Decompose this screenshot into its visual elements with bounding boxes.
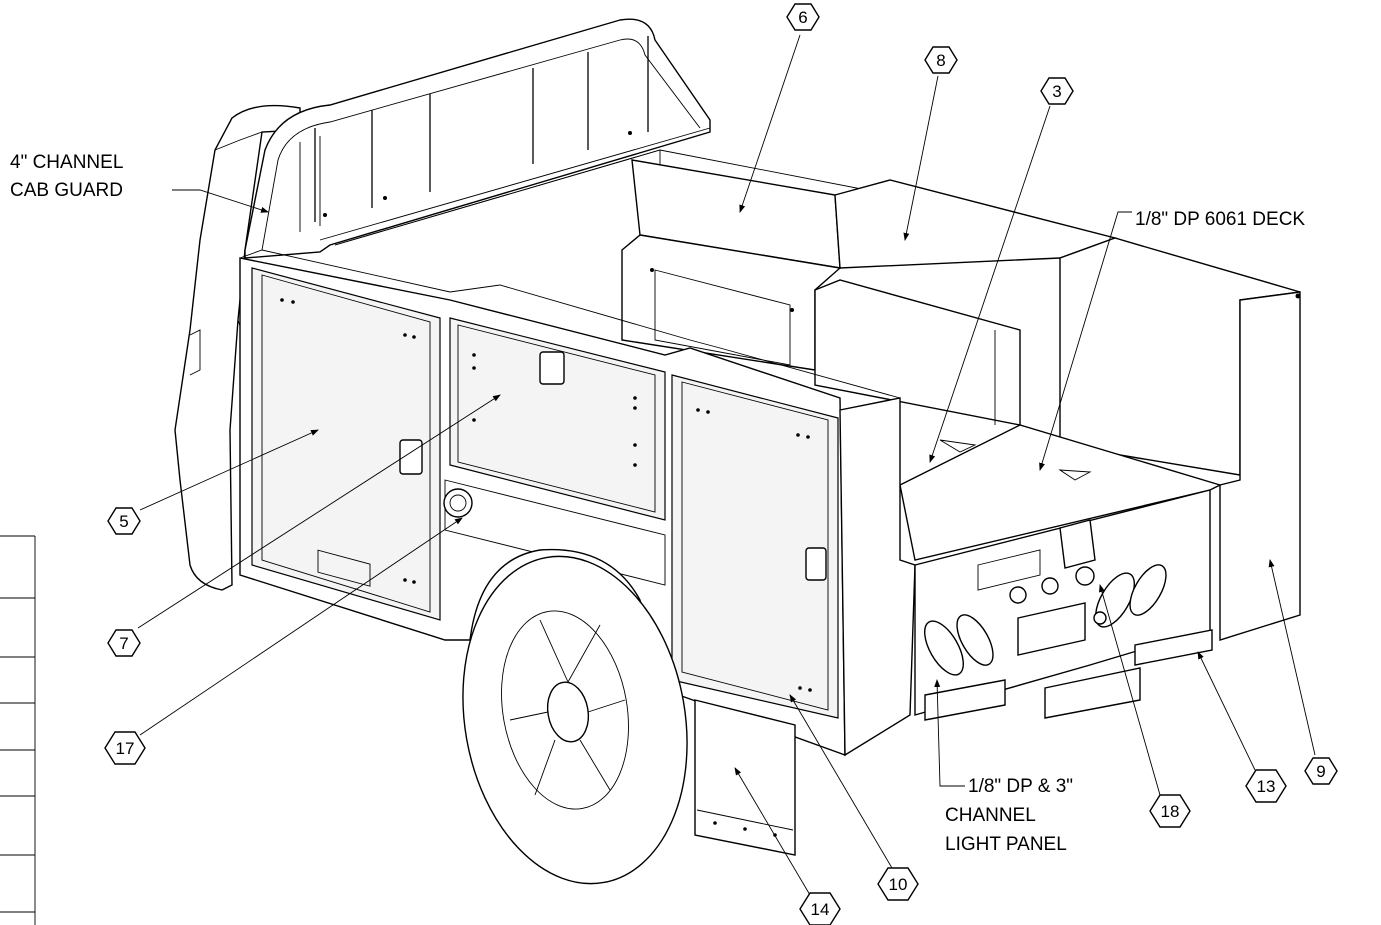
svg-text:18: 18	[1161, 802, 1180, 821]
deck	[899, 424, 1222, 561]
balloon-6: 6	[786, 3, 820, 31]
balloon-18: 18	[1149, 794, 1191, 828]
leader-lines	[137, 34, 1316, 896]
balloon-7: 7	[107, 629, 141, 657]
svg-text:17: 17	[116, 739, 135, 758]
right-compartment	[1024, 237, 1301, 641]
light-panel-label-line2: CHANNEL	[945, 805, 1036, 826]
cab-guard-label-line1: 4" CHANNEL	[10, 152, 123, 173]
svg-text:3: 3	[1052, 82, 1061, 101]
svg-text:9: 9	[1316, 762, 1325, 781]
door-5	[251, 267, 441, 621]
balloon-17: 17	[104, 731, 146, 765]
svg-text:8: 8	[936, 51, 945, 70]
svg-text:10: 10	[889, 875, 908, 894]
rear-light-panel	[914, 489, 1211, 716]
cab-guard-label-line2: CAB GUARD	[10, 180, 123, 201]
door-7	[449, 317, 666, 521]
balloon-3: 3	[1040, 77, 1074, 105]
balloon-14: 14	[799, 892, 841, 925]
svg-text:14: 14	[811, 900, 830, 919]
balloon-9: 9	[1304, 757, 1338, 785]
svg-text:6: 6	[798, 8, 807, 27]
balloon-8: 8	[924, 46, 958, 74]
mud-flap	[694, 699, 796, 856]
svg-text:5: 5	[119, 512, 128, 531]
light-panel-label-line1: 1/8" DP & 3"	[968, 776, 1073, 797]
door-10	[671, 374, 839, 719]
deck-label: 1/8" DP 6061 DECK	[1135, 209, 1305, 230]
balloon-10: 10	[877, 867, 919, 901]
rear-wheel	[462, 548, 688, 885]
svg-text:7: 7	[119, 634, 128, 653]
fuel-panel	[443, 479, 666, 586]
balloon-13: 13	[1245, 769, 1287, 803]
parts-table-fragment	[0, 535, 36, 925]
item-balloons: 6 8 3 5 7 17 10 14	[104, 3, 1338, 925]
light-panel-label-line3: LIGHT PANEL	[945, 834, 1067, 855]
svg-text:13: 13	[1257, 777, 1276, 796]
annotations: 4" CHANNEL CAB GUARD 1/8" DP 6061 DECK 1…	[10, 152, 1305, 855]
rear-steps	[924, 629, 1213, 721]
balloon-5: 5	[107, 507, 141, 535]
